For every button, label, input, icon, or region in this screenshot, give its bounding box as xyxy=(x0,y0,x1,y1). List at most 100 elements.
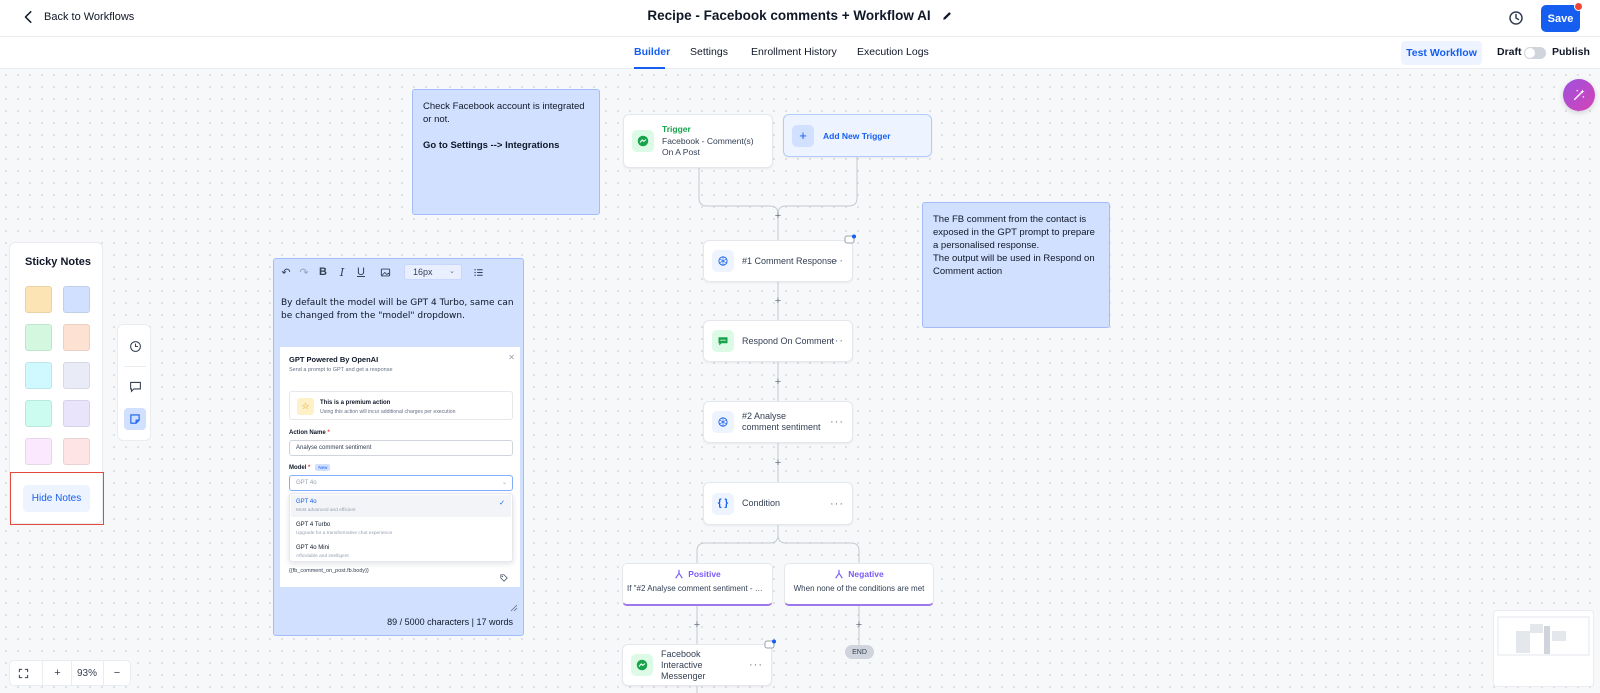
font-size-value: 16px xyxy=(413,267,433,277)
star-icon: ☆ xyxy=(297,398,314,415)
unsaved-indicator xyxy=(1574,2,1583,11)
sticky-color-swatch[interactable] xyxy=(63,438,90,465)
back-to-workflows-link[interactable]: Back to Workflows xyxy=(22,10,134,24)
option-desc: Most advanced and efficient xyxy=(296,508,356,513)
option-name: GPT 4o Mini xyxy=(296,545,330,551)
required-marker: * xyxy=(327,430,330,436)
step-node-analyse-sentiment[interactable]: #2 Analyse comment sentiment ··· xyxy=(703,401,853,443)
italic-icon[interactable]: I xyxy=(339,265,345,279)
editor-toolbar: ↶ ↷ B I U 16px ⌄ xyxy=(274,259,523,285)
publish-toggle[interactable] xyxy=(1524,47,1546,59)
expand-icon xyxy=(18,668,28,678)
editor-body[interactable]: By default the model will be GPT 4 Turbo… xyxy=(281,298,514,321)
sticky-note-facebook-check[interactable]: Check Facebook account is integrated or … xyxy=(412,89,600,215)
back-label: Back to Workflows xyxy=(44,11,135,23)
hide-notes-button[interactable]: Hide Notes xyxy=(23,485,90,512)
save-button[interactable]: Save xyxy=(1541,2,1583,32)
more-options-button[interactable]: ··· xyxy=(830,255,844,267)
branch-negative[interactable]: Negative When none of the conditions are… xyxy=(784,563,934,606)
history-tool-button[interactable] xyxy=(124,335,146,357)
branch-header: Negative xyxy=(785,569,933,579)
step-node-condition[interactable]: { } Condition ··· xyxy=(703,482,853,525)
test-workflow-button[interactable]: Test Workflow xyxy=(1401,41,1482,65)
model-option: GPT 4 Turbo Upgrade for a transformative… xyxy=(291,518,511,540)
sticky-color-swatch[interactable] xyxy=(63,324,90,351)
add-new-trigger-button[interactable]: + Add New Trigger xyxy=(783,114,932,157)
list-icon[interactable] xyxy=(471,265,485,279)
underline-icon[interactable]: U xyxy=(357,266,365,278)
comment-bubble-icon[interactable] xyxy=(844,234,856,246)
chevron-down-icon: ⌄ xyxy=(501,480,507,486)
add-step-button[interactable]: + xyxy=(774,210,782,222)
ai-assistant-button[interactable] xyxy=(1563,79,1595,111)
premium-title: This is a premium action xyxy=(320,400,391,406)
step-node-facebook-messenger[interactable]: Facebook Interactive Messenger ··· xyxy=(622,644,772,686)
fit-view-button[interactable] xyxy=(10,661,36,685)
sticky-color-swatch[interactable] xyxy=(25,400,52,427)
step-label: Condition xyxy=(742,498,781,508)
add-step-button[interactable]: + xyxy=(693,619,701,631)
minimap[interactable] xyxy=(1493,610,1594,687)
draft-label: Draft xyxy=(1497,46,1522,58)
tab-builder[interactable]: Builder xyxy=(634,46,671,58)
image-icon[interactable] xyxy=(378,265,392,279)
branch-icon xyxy=(835,569,844,579)
sticky-color-swatch[interactable] xyxy=(63,286,90,313)
workflow-title: Recipe - Facebook comments + Workflow AI xyxy=(647,8,931,23)
step-label: Respond On Comment xyxy=(742,335,835,346)
add-step-button[interactable]: + xyxy=(774,457,782,469)
branch-icon xyxy=(675,569,684,579)
sticky-color-swatch[interactable] xyxy=(25,362,52,389)
tab-execution-logs[interactable]: Execution Logs xyxy=(857,46,929,58)
more-options-button[interactable]: ··· xyxy=(830,335,844,347)
sticky-color-swatch[interactable] xyxy=(25,286,52,313)
sticky-color-swatch[interactable] xyxy=(63,400,90,427)
history-icon[interactable] xyxy=(1508,10,1524,26)
add-step-button[interactable]: + xyxy=(855,619,863,631)
comment-tool-button[interactable] xyxy=(124,375,146,397)
step-node-respond-on-comment[interactable]: Respond On Comment ··· xyxy=(703,320,853,362)
braces-icon: { } xyxy=(712,492,734,515)
edit-title-icon[interactable] xyxy=(941,10,953,22)
option-name: GPT 4o xyxy=(296,499,317,505)
add-trigger-label: Add New Trigger xyxy=(823,130,891,141)
premium-banner: ☆ This is a premium action Using this ac… xyxy=(289,391,513,420)
zoom-in-button[interactable]: + xyxy=(54,667,61,679)
more-options-button[interactable]: ··· xyxy=(830,497,844,510)
comment-bubble-icon[interactable] xyxy=(764,639,776,651)
zoom-out-button[interactable]: − xyxy=(113,667,121,679)
more-options-button[interactable]: ··· xyxy=(830,416,844,428)
tab-enrollment-history[interactable]: Enrollment History xyxy=(751,46,837,58)
add-step-button[interactable]: + xyxy=(774,376,782,388)
sticky-color-swatch[interactable] xyxy=(63,362,90,389)
resize-handle-icon[interactable] xyxy=(510,604,518,612)
tag-icon xyxy=(500,574,508,582)
step-label: #1 Comment Response xyxy=(742,255,837,266)
canvas-tool-strip xyxy=(117,324,151,441)
close-icon: ✕ xyxy=(508,353,515,362)
model-select: GPT 4o ⌄ xyxy=(289,475,513,491)
more-options-button[interactable]: ··· xyxy=(749,659,763,671)
top-bar: Back to Workflows Recipe - Facebook comm… xyxy=(0,0,1600,36)
option-desc: Upgrade for a transformative chat experi… xyxy=(296,531,393,536)
magic-wand-icon xyxy=(1573,89,1585,101)
undo-icon[interactable]: ↶ xyxy=(281,266,291,279)
comment-icon xyxy=(712,330,734,352)
note-text-bold: Go to Settings --> Integrations xyxy=(423,140,560,151)
bold-icon[interactable]: B xyxy=(319,266,327,278)
trigger-node[interactable]: Trigger Facebook - Comment(s) On A Post xyxy=(623,114,773,168)
sticky-note-gpt-explainer[interactable]: The FB comment from the contact is expos… xyxy=(922,202,1110,328)
add-step-button[interactable]: + xyxy=(774,295,782,307)
sticky-note-icon xyxy=(130,414,140,424)
tab-settings[interactable]: Settings xyxy=(690,46,728,58)
sticky-color-swatch[interactable] xyxy=(25,324,52,351)
sticky-color-swatch[interactable] xyxy=(25,438,52,465)
option-desc: Affordable and intelligent xyxy=(296,554,349,559)
divider xyxy=(103,661,104,685)
minimap-preview xyxy=(1497,616,1590,656)
sticky-note-tool-button[interactable] xyxy=(124,408,146,430)
step-node-comment-response[interactable]: #1 Comment Response ··· xyxy=(703,240,853,282)
font-size-select[interactable]: 16px ⌄ xyxy=(404,264,462,280)
redo-icon[interactable]: ↷ xyxy=(299,266,309,279)
branch-positive[interactable]: Positive If "#2 Analyse comment sentimen… xyxy=(622,563,773,606)
